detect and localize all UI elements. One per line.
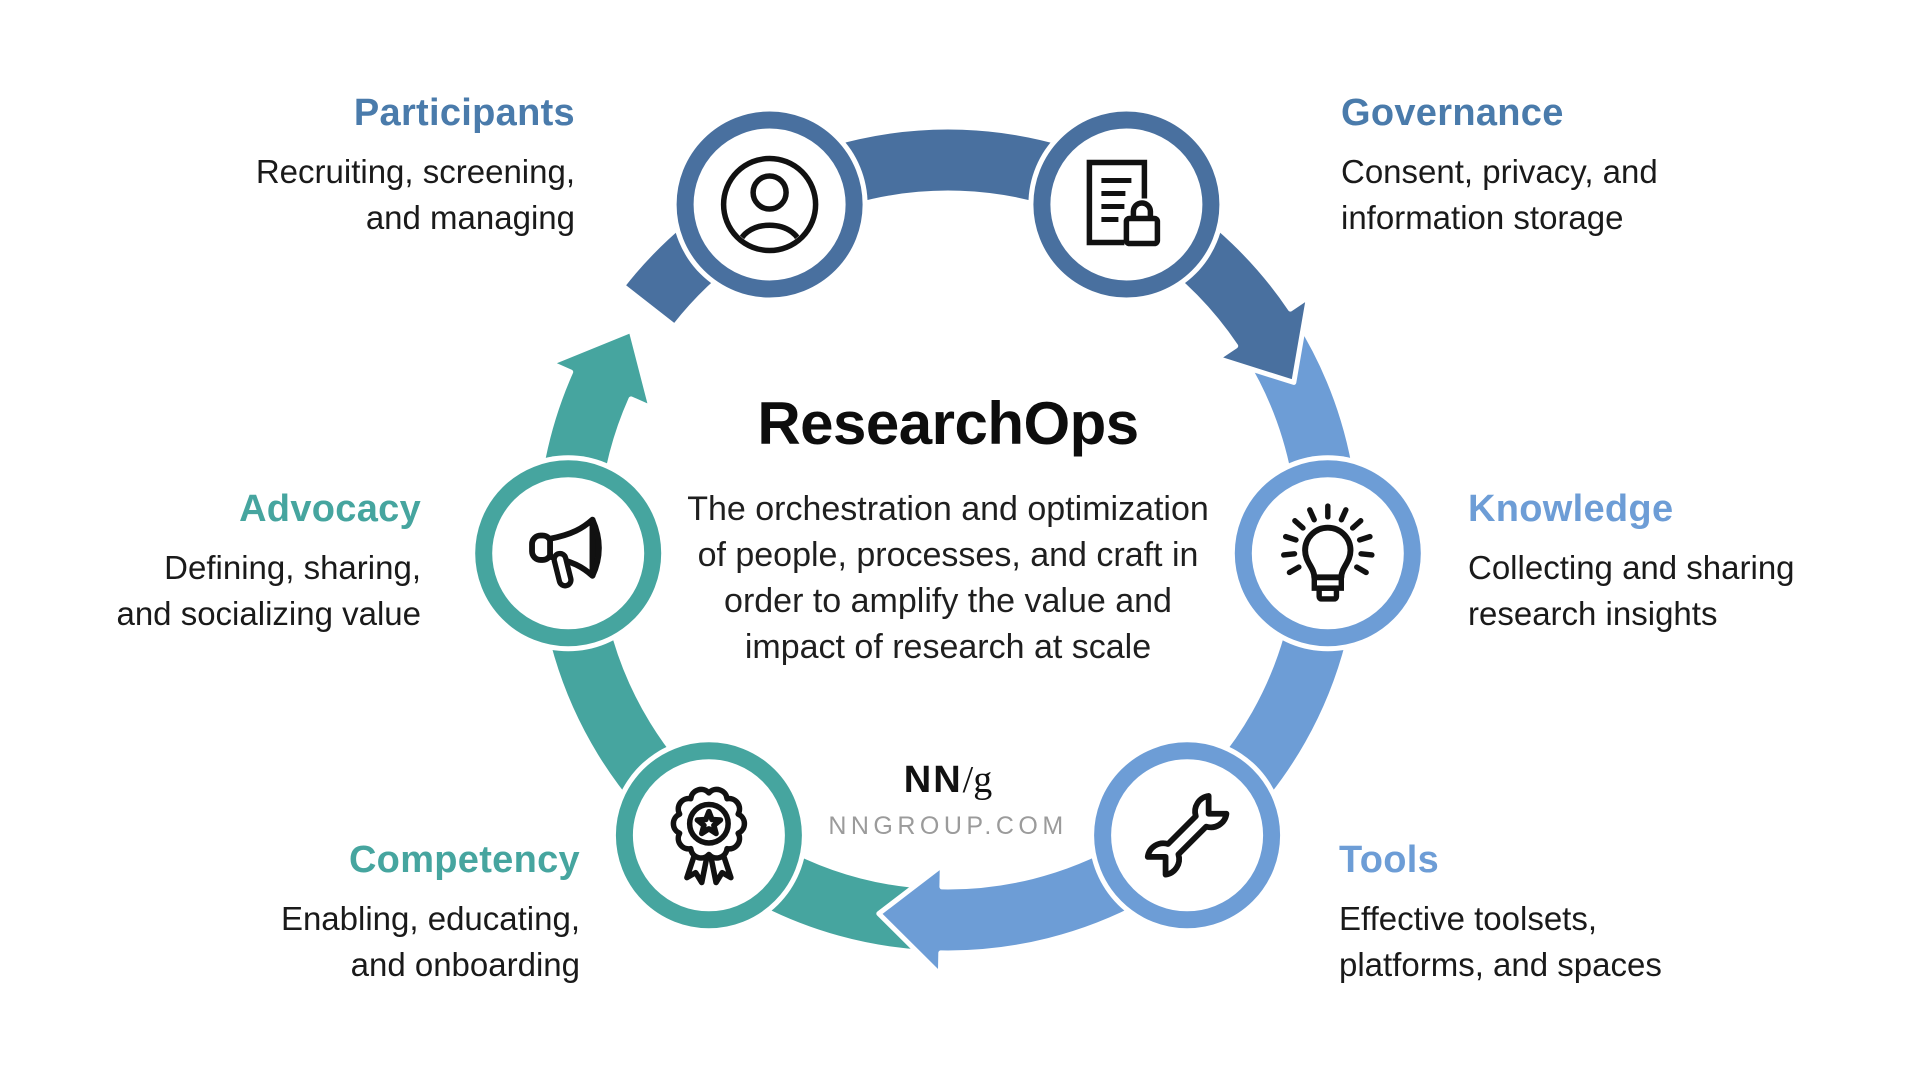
wrench-icon xyxy=(1144,793,1230,878)
diagram-description-line: impact of research at scale xyxy=(744,628,1152,666)
node-title: Advocacy xyxy=(239,488,421,530)
node-participants xyxy=(671,106,868,303)
nng-logo-bold: NN xyxy=(903,759,963,801)
node-description-line: Defining, sharing, xyxy=(164,549,421,586)
node-description-line: platforms, and spaces xyxy=(1339,946,1662,983)
node-title: Competency xyxy=(348,839,580,881)
node-description-line: Effective toolsets, xyxy=(1339,900,1598,937)
node-description-line: Enabling, educating, xyxy=(280,900,580,937)
node-ring xyxy=(1094,742,1281,929)
diagram-title: ResearchOps xyxy=(757,390,1139,457)
nng-site-url: NNGROUP.COM xyxy=(828,812,1068,840)
node-description-line: and onboarding xyxy=(350,946,580,983)
node-governance xyxy=(1028,106,1225,303)
diagram-description-line: The orchestration and optimization xyxy=(687,490,1209,528)
node-label-participants: Participants Recruiting, screening, and … xyxy=(256,90,575,241)
node-label-advocacy: Advocacy Defining, sharing, and socializ… xyxy=(116,486,421,637)
node-ring xyxy=(676,111,863,298)
node-tools xyxy=(1089,737,1286,934)
node-title: Participants xyxy=(353,92,575,134)
node-title: Tools xyxy=(1339,839,1440,881)
nng-logo-rest: /g xyxy=(962,759,993,801)
nng-logo: NN/g xyxy=(598,758,1298,802)
award-ribbon-icon xyxy=(670,786,748,886)
diagram-description: The orchestration and optimization of pe… xyxy=(598,486,1298,670)
user-icon xyxy=(720,155,819,254)
node-knowledge xyxy=(1229,455,1426,652)
node-label-governance: Governance Consent, privacy, and informa… xyxy=(1341,90,1658,241)
node-description-line: Collecting and sharing xyxy=(1468,549,1795,586)
node-title: Governance xyxy=(1341,92,1564,134)
node-label-tools: Tools Effective toolsets, platforms, and… xyxy=(1339,837,1662,988)
node-description-line: and socializing value xyxy=(116,595,421,632)
document-lock-icon xyxy=(1086,159,1163,247)
node-description-line: Consent, privacy, and xyxy=(1341,153,1658,190)
node-description-line: research insights xyxy=(1468,595,1718,632)
node-advocacy xyxy=(470,455,667,652)
node-competency xyxy=(610,737,807,934)
diagram-description-line: order to amplify the value and xyxy=(724,582,1172,620)
diagram-description-line: of people, processes, and craft in xyxy=(697,536,1199,574)
node-label-knowledge: Knowledge Collecting and sharing researc… xyxy=(1468,486,1795,637)
node-description-line: information storage xyxy=(1341,199,1624,236)
lightbulb-icon xyxy=(1281,503,1375,602)
megaphone-icon xyxy=(529,516,602,589)
node-description-line: Recruiting, screening, xyxy=(255,153,575,190)
node-ring xyxy=(1234,460,1421,647)
node-label-competency: Competency Enabling, educating, and onbo… xyxy=(281,837,580,988)
center-block: ResearchOps The orchestration and optimi… xyxy=(598,391,1298,670)
node-description-line: and managing xyxy=(365,199,575,236)
node-title: Knowledge xyxy=(1468,488,1674,530)
